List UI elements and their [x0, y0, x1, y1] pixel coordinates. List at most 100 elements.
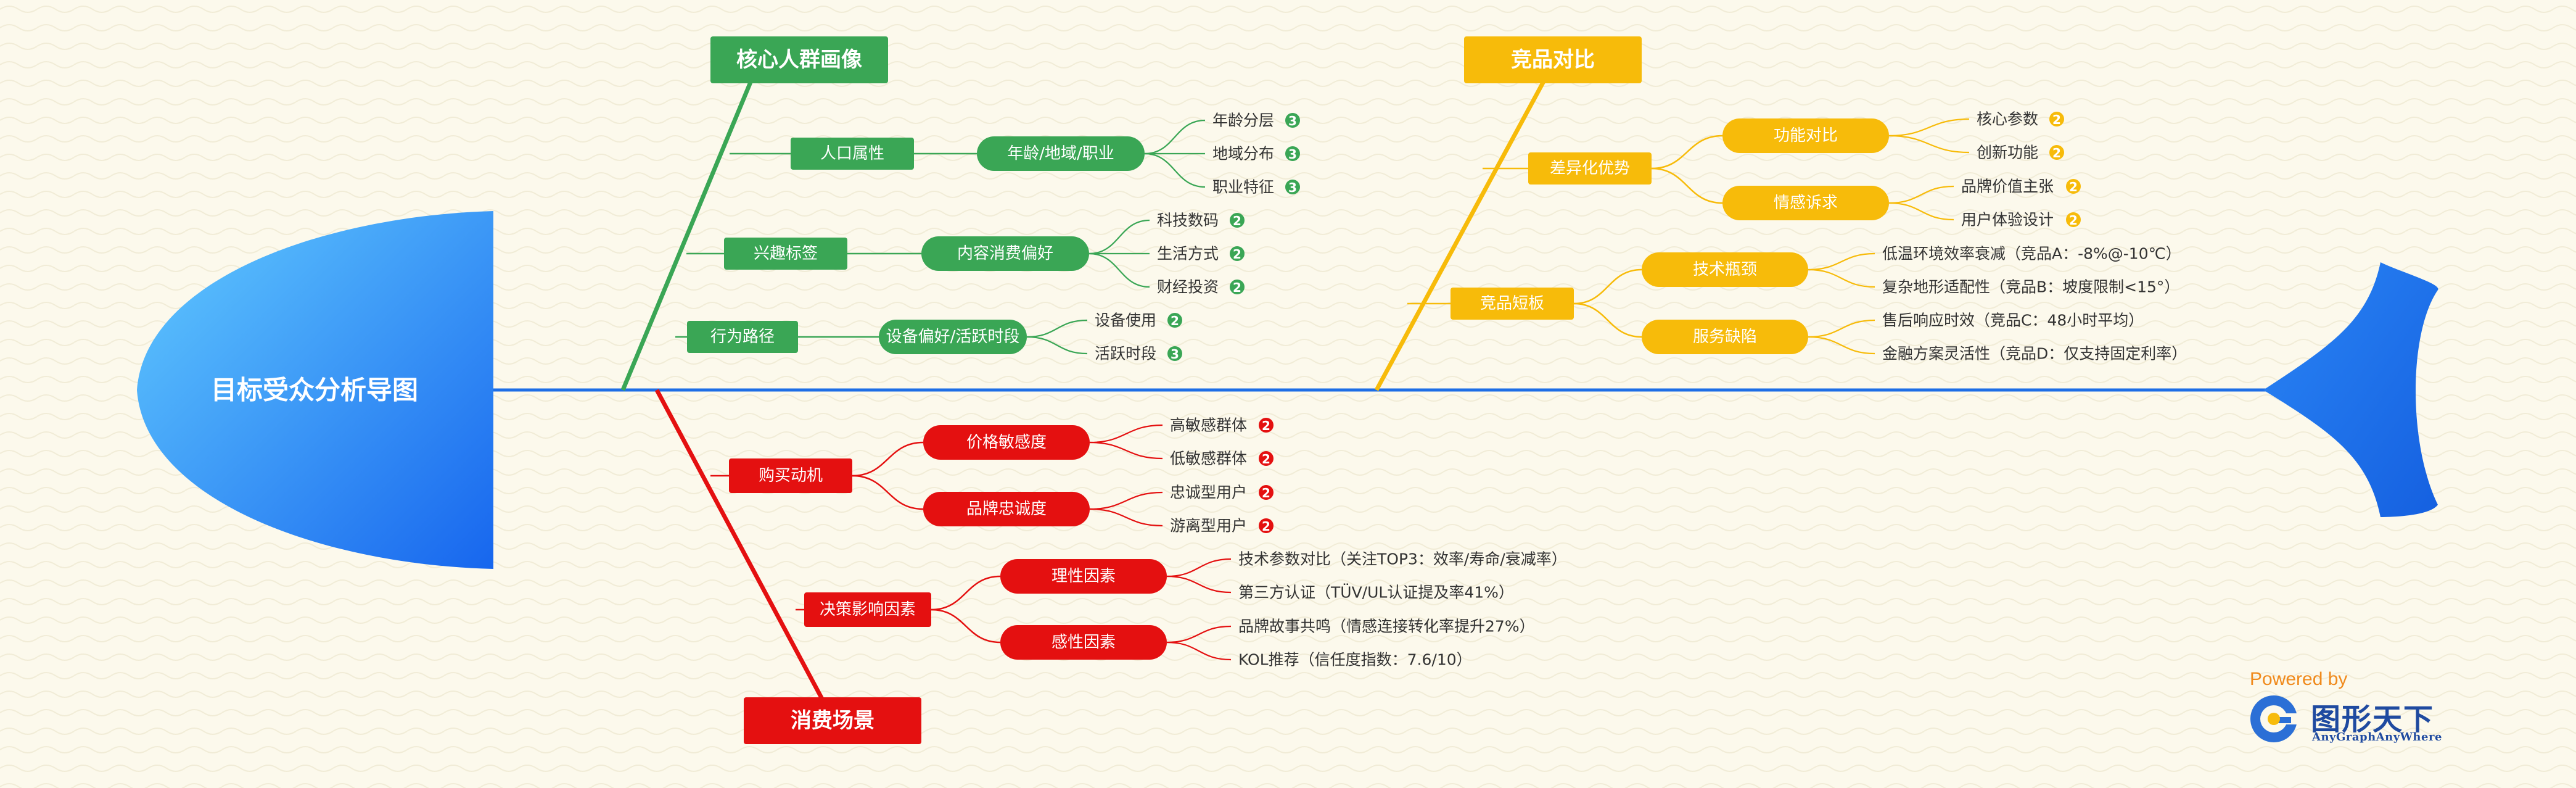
- branch-1: [724, 238, 847, 270]
- leaf-portrait-1-0: 科技数码: [1157, 212, 1219, 230]
- connector-sub-leaf: [1144, 119, 1206, 155]
- leaf-scenario-0-1-1: 游离型用户: [1170, 517, 1247, 535]
- connector-sub-leaf: [1166, 625, 1232, 644]
- branch-2: [687, 321, 798, 353]
- connector-branch-sub: [1573, 302, 1642, 338]
- branch-1-label: 兴趣标签: [754, 244, 818, 263]
- leaf-scenario-0-0-0-badge-number: 2: [1262, 418, 1270, 433]
- leaf-portrait-1-1-badge: [1230, 246, 1245, 261]
- connector-sub-leaf: [1089, 491, 1163, 510]
- connector-sub-leaf: [1144, 152, 1206, 188]
- leaf-portrait-1-2-badge: [1230, 280, 1245, 294]
- competitor-sub-0-1: [1722, 186, 1889, 220]
- powered-by-text: Powered by: [2250, 669, 2348, 689]
- branch-2-label: 行为路径: [710, 328, 775, 346]
- leaf-competitor-0-1-0-badge-number: 2: [2069, 180, 2078, 194]
- sub-node-2: [879, 320, 1027, 354]
- leaf-scenario-1-1-1: KOL推荐（信任度指数：7.6/10）: [1238, 651, 1472, 669]
- leaf-scenario-0-1-1-badge-number: 2: [1262, 519, 1270, 534]
- leaf-portrait-1-1: 生活方式: [1157, 245, 1219, 263]
- connector-sub-leaf: [1888, 185, 1954, 204]
- sub-node-2-label: 设备偏好/活跃时段: [886, 328, 1020, 346]
- leaf-portrait-0-0: 年龄分层: [1212, 112, 1274, 130]
- leaf-portrait-1-0-badge: [1230, 213, 1245, 228]
- leaf-competitor-1-0-0: 低温环境效率衰减（竞品A：-8%@-10℃）: [1882, 245, 2181, 263]
- category-competitor-label: 竞品对比: [1511, 48, 1595, 72]
- leaf-portrait-2-0-badge-number: 2: [1171, 313, 1179, 328]
- connector-sub-leaf: [1808, 336, 1875, 355]
- category-portrait: [710, 36, 888, 83]
- connector-sub-leaf: [1166, 558, 1232, 578]
- connector-sub-leaf: [1089, 424, 1163, 444]
- connector-sub-leaf: [1888, 135, 1970, 154]
- competitor-branch-1-label: 竞品短板: [1480, 294, 1544, 313]
- leaf-competitor-0-1-1-badge-number: 2: [2069, 213, 2078, 228]
- leaf-portrait-1-2-badge-number: 2: [1233, 280, 1241, 295]
- leaf-portrait-1-2: 财经投资: [1157, 278, 1219, 296]
- sub-node-1: [921, 236, 1089, 271]
- connector-sub-leaf: [1166, 641, 1232, 661]
- connector-sub-leaf: [1808, 252, 1875, 271]
- competitor-sub-1-0: [1642, 252, 1808, 287]
- scenario-sub-1-0-label: 理性因素: [1051, 567, 1116, 586]
- fish-head-title: 目标受众分析导图: [211, 375, 418, 405]
- leaf-competitor-0-0-0-badge-number: 2: [2052, 112, 2061, 127]
- connector-branch-sub: [1651, 135, 1723, 170]
- competitor-branch-1: [1451, 288, 1574, 320]
- leaf-competitor-1-1-1: 金融方案灵活性（竞品D：仅支持固定利率）: [1882, 345, 2187, 363]
- scenario-sub-0-0-label: 价格敏感度: [966, 433, 1047, 452]
- connector-sub-leaf: [1089, 441, 1163, 460]
- leaf-competitor-0-0-1-badge: [2049, 145, 2064, 160]
- brand-subtitle: AnyGraphAnyWhere: [2312, 731, 2442, 744]
- leaf-competitor-0-0-1: 创新功能: [1977, 144, 2038, 162]
- competitor-sub-1-1: [1642, 320, 1808, 354]
- connector-branch-sub: [852, 441, 924, 477]
- leaf-competitor-0-0-1-badge-number: 2: [2052, 146, 2061, 160]
- competitor-branch-0-label: 差异化优势: [1550, 159, 1630, 178]
- brand-logo-icon: [2250, 695, 2298, 742]
- competitor-sub-1-1-label: 服务缺陷: [1693, 328, 1757, 346]
- scenario-branch-0-label: 购买动机: [759, 467, 823, 485]
- branch-0-label: 人口属性: [820, 144, 884, 163]
- leaf-scenario-0-0-0: 高敏感群体: [1170, 417, 1247, 434]
- scenario-branch-1: [804, 592, 931, 627]
- connector-sub-leaf: [1808, 268, 1875, 288]
- competitor-sub-0-0: [1722, 118, 1889, 153]
- leaf-scenario-0-1-0: 忠诚型用户: [1170, 484, 1247, 502]
- leaf-scenario-1-1-0: 品牌故事共鸣（情感连接转化率提升27%）: [1238, 618, 1535, 636]
- leaf-portrait-2-0: 设备使用: [1095, 312, 1156, 330]
- brand-name: 图形天下: [2311, 702, 2435, 737]
- bone-scenario: [654, 389, 836, 722]
- competitor-sub-0-0-label: 功能对比: [1774, 126, 1838, 145]
- leaf-competitor-0-1-0-badge: [2066, 179, 2081, 194]
- leaf-scenario-1-0-1: 第三方认证（TÜV/UL认证提及率41%）: [1238, 584, 1514, 602]
- leaf-scenario-0-0-0-badge: [1259, 418, 1274, 433]
- scenario-sub-1-1-label: 感性因素: [1051, 633, 1116, 652]
- connector-sub-leaf: [1166, 575, 1232, 594]
- leaf-competitor-1-1-0: 售后响应时效（竞品C：48小时平均）: [1882, 312, 2144, 330]
- competitor-sub-0-1-label: 情感诉求: [1774, 194, 1838, 212]
- leaf-competitor-0-1-1: 用户体验设计: [1961, 211, 2054, 229]
- scenario-branch-0: [729, 458, 852, 493]
- leaf-portrait-0-1-badge-number: 3: [1288, 147, 1297, 162]
- leaf-scenario-0-1-0-badge: [1259, 485, 1274, 500]
- scenario-branch-1-label: 决策影响因素: [820, 600, 916, 619]
- connector-sub-leaf: [1026, 336, 1088, 355]
- connector-sub-leaf: [1089, 508, 1163, 527]
- category-competitor: [1464, 36, 1642, 83]
- scenario-sub-0-0: [923, 425, 1090, 460]
- leaf-competitor-0-0-0: 核心参数: [1977, 110, 2038, 128]
- leaf-competitor-0-0-0-badge: [2049, 112, 2064, 126]
- leaf-portrait-0-0-badge: [1285, 113, 1300, 128]
- connector-branch-sub: [931, 608, 1001, 644]
- connector-lines: [675, 118, 1970, 661]
- leaf-portrait-0-2-badge: [1285, 180, 1300, 194]
- connector-branch-sub: [1651, 167, 1723, 204]
- connector-sub-leaf: [1808, 319, 1875, 338]
- brand-logo: 图形天下 AnyGraphAnyWhere: [2248, 695, 2445, 744]
- connector-branch-sub: [931, 575, 1001, 611]
- main-lines: 目标受众分析导图: [137, 59, 2438, 722]
- category-scenario-label: 消费场景: [791, 708, 874, 733]
- connector-sub-leaf: [1026, 319, 1088, 338]
- category-portrait-label: 核心人群画像: [736, 48, 862, 72]
